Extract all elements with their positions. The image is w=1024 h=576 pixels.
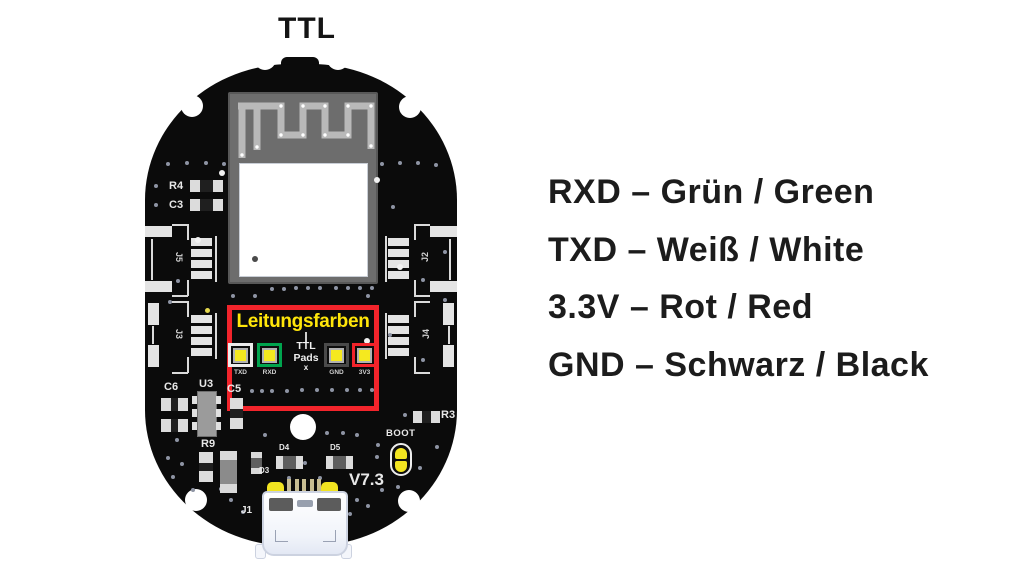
pad-rxd: [257, 343, 282, 367]
label-r3: R3: [441, 409, 456, 421]
label-r9: R9: [201, 438, 216, 450]
caption-line3: x: [303, 363, 309, 372]
label-c5: C5: [227, 383, 242, 395]
usb-connector: [255, 478, 352, 559]
pad-label-3v3: 3V3: [358, 369, 371, 376]
legend-line-txd: TXD – Weiß / White: [548, 230, 865, 269]
label-j4: J4: [421, 328, 432, 340]
component-cap-large: [220, 451, 237, 493]
boot-button-top: [395, 448, 407, 459]
label-c3: C3: [169, 199, 184, 211]
module-shield: [239, 163, 368, 277]
highlight-label: Leitungsfarben: [236, 311, 370, 332]
antenna-trace-icon: [238, 102, 375, 158]
pad-gnd: [324, 343, 349, 367]
component-c3: [190, 199, 223, 211]
pad-label-txd: TXD: [234, 369, 247, 376]
component-c5: [230, 398, 243, 429]
label-j5: J5: [174, 251, 185, 263]
edge-notch: [185, 489, 207, 511]
component-r3: [413, 411, 440, 423]
wiring-legend: RXD – Grün / Green TXD – Weiß / White 3.…: [548, 164, 929, 394]
edge-notch: [327, 48, 349, 70]
component-d3: [251, 452, 262, 474]
connector-j2: J2: [380, 222, 458, 302]
pad-txd-core: [233, 347, 248, 363]
caption-line1: TTL: [296, 340, 316, 352]
pad-label-gnd: GND: [329, 369, 344, 376]
component-u3: [197, 391, 217, 437]
wifi-module: [228, 92, 378, 284]
boot-button: [390, 443, 412, 476]
label-u3: U3: [199, 378, 214, 390]
legend-line-3v3: 3.3V – Rot / Red: [548, 288, 813, 326]
ttl-pads-caption: TTL Pads x: [288, 340, 324, 372]
mounting-hole: [290, 414, 316, 440]
connector-j3: J3: [144, 298, 222, 378]
pin1-dot: [252, 256, 258, 262]
pointer-line: [305, 332, 307, 342]
connector-j4: J4: [380, 298, 458, 378]
component-c6b: [161, 419, 188, 432]
pad-rxd-core: [262, 347, 277, 363]
label-j3: J3: [174, 328, 185, 340]
label-j1: J1: [241, 505, 253, 516]
label-c6: C6: [164, 381, 179, 393]
caption-line2: Pads: [293, 351, 319, 364]
pad-3v3: [352, 343, 377, 367]
component-d4: [276, 456, 303, 469]
pad-txd: [228, 343, 253, 367]
component-r9: [199, 452, 213, 482]
legend-line-rxd: RXD – Grün / Green: [548, 173, 875, 211]
edge-notch: [254, 48, 276, 70]
label-r4: R4: [169, 180, 184, 192]
diagram-title: TTL: [278, 12, 336, 45]
label-boot: BOOT: [386, 428, 416, 439]
label-d5: D5: [330, 443, 341, 452]
legend-line-gnd: GND – Schwarz / Black: [548, 345, 929, 384]
usb-body: [262, 491, 348, 556]
label-j2: J2: [420, 251, 431, 263]
boot-button-bottom: [395, 461, 407, 472]
edge-notch: [399, 96, 421, 118]
label-version: V7.3: [349, 470, 384, 489]
component-d5: [326, 456, 353, 469]
connector-j5: J5: [144, 222, 222, 302]
component-r4: [190, 180, 223, 192]
pad-label-rxd: RXD: [262, 369, 277, 376]
component-c6a: [161, 398, 188, 411]
edge-notch: [181, 95, 203, 117]
label-d3: D3: [259, 466, 270, 475]
pad-3v3-core: [357, 347, 372, 363]
pad-gnd-core: [329, 347, 344, 363]
edge-notch: [398, 490, 420, 512]
label-d4: D4: [279, 443, 290, 452]
